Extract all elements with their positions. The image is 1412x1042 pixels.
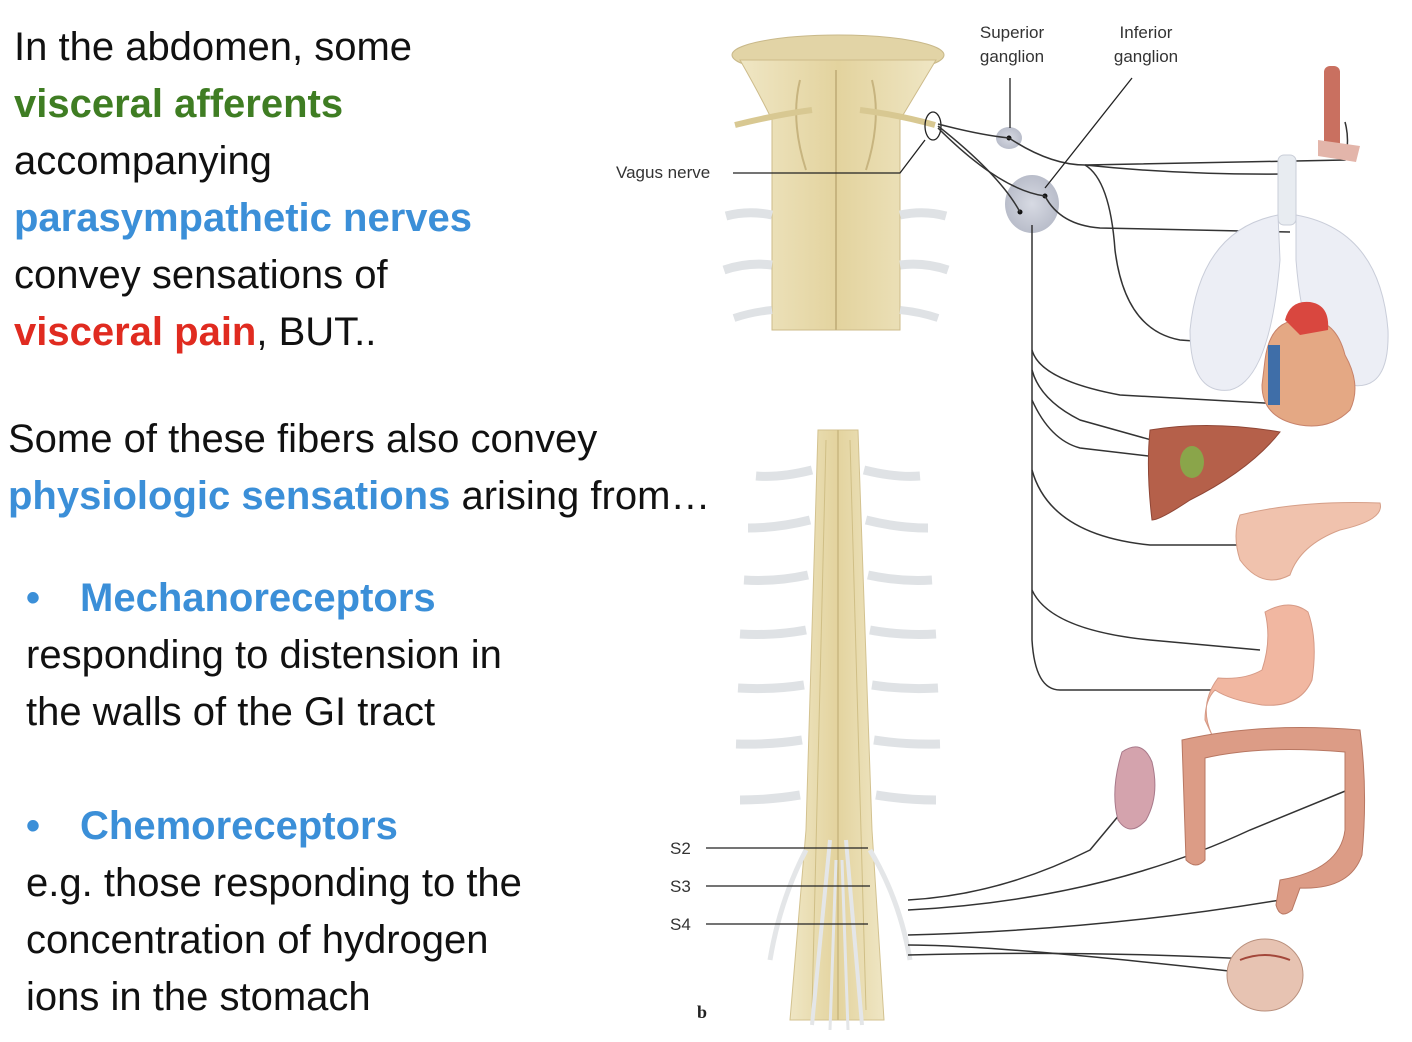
chemoreceptors-title: Chemoreceptors	[80, 804, 398, 848]
trachea-illustration	[1277, 154, 1297, 226]
chemoreceptors-line-1: e.g. those responding to the	[26, 861, 522, 905]
superior-ganglion-label-line-1: Superior	[980, 23, 1045, 42]
physio-line-2: physiologic sensations arising from…	[8, 468, 710, 525]
colon-illustration	[1181, 727, 1366, 915]
bullet-icon: •	[26, 804, 41, 848]
parasympathetic-nerves-term: parasympathetic nerves	[14, 196, 473, 240]
liver-illustration	[1147, 424, 1281, 521]
kidney-illustration	[1114, 746, 1156, 830]
visceral-pain-term: visceral pain	[14, 310, 257, 354]
chemoreceptors-heading: • Chemoreceptors	[26, 798, 522, 855]
physiologic-sensations-term: physiologic sensations	[8, 474, 451, 518]
stomach-illustration	[1204, 604, 1315, 736]
panel-letter-label: b	[697, 1002, 707, 1022]
mechanoreceptors-line-1: responding to distension in	[26, 633, 502, 677]
esophagus-illustration	[1324, 66, 1340, 156]
superior-ganglion-label-line-2: ganglion	[980, 47, 1044, 66]
brainstem-illustration	[722, 34, 950, 331]
intro-line-6-tail: , BUT..	[256, 310, 377, 354]
inferior-ganglion	[1005, 175, 1059, 233]
physio-line-1: Some of these fibers also convey	[8, 417, 598, 461]
vagal-afferent-pathways	[937, 121, 1349, 691]
mechanoreceptors-title: Mechanoreceptors	[80, 576, 436, 620]
vagus-nerve-label: Vagus nerve	[616, 163, 710, 182]
intro-line-3: accompanying	[14, 139, 272, 183]
bullet-icon: •	[26, 576, 41, 620]
s4-label: S4	[670, 915, 691, 934]
inferior-ganglion-label-line-1: Inferior	[1120, 23, 1173, 42]
s2-label: S2	[670, 839, 691, 858]
left-lung-illustration	[1189, 214, 1281, 391]
mechanoreceptors-block: • Mechanoreceptors responding to distensi…	[26, 570, 502, 741]
physiologic-text-block: Some of these fibers also convey physiol…	[8, 411, 710, 525]
bladder-illustration	[1226, 938, 1304, 1012]
mechanoreceptors-line-2: the walls of the GI tract	[26, 690, 436, 734]
inferior-ganglion-label-line-2: ganglion	[1114, 47, 1178, 66]
visceral-afferents-term: visceral afferents	[14, 82, 344, 126]
intro-line-1: In the abdomen, some	[14, 25, 413, 69]
pancreas-illustration	[1235, 502, 1381, 581]
physio-line-2-tail: arising from…	[450, 474, 711, 518]
chemoreceptors-line-3: ions in the stomach	[26, 975, 371, 1019]
spinal-cord-illustration	[735, 429, 941, 1031]
organ-illustrations	[1114, 66, 1389, 1012]
intro-line-6: visceral pain, BUT..	[14, 304, 472, 361]
s3-label: S3	[670, 877, 691, 896]
chemoreceptors-block: • Chemoreceptors e.g. those responding to…	[26, 798, 522, 1026]
chemoreceptors-line-2: concentration of hydrogen	[26, 918, 489, 962]
intro-text-block: In the abdomen, some visceral afferents …	[14, 19, 472, 361]
pelvic-splanchnic-pathways	[907, 784, 1361, 976]
intro-line-5: convey sensations of	[14, 253, 388, 297]
mechanoreceptors-heading: • Mechanoreceptors	[26, 570, 502, 627]
